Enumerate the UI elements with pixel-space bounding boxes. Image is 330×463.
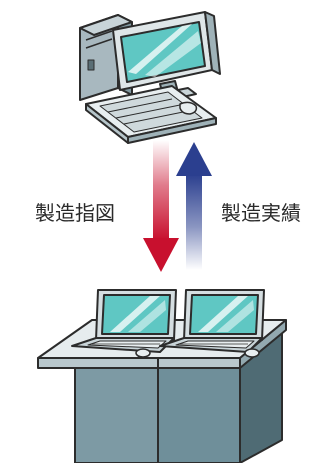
production-order-label: 製造指図 <box>35 201 115 225</box>
control-console-icon <box>37 289 287 463</box>
arrow-down <box>143 140 179 272</box>
production-result-label: 製造実績 <box>221 201 301 225</box>
arrow-up <box>176 142 212 270</box>
desktop-computer-icon <box>79 11 221 144</box>
